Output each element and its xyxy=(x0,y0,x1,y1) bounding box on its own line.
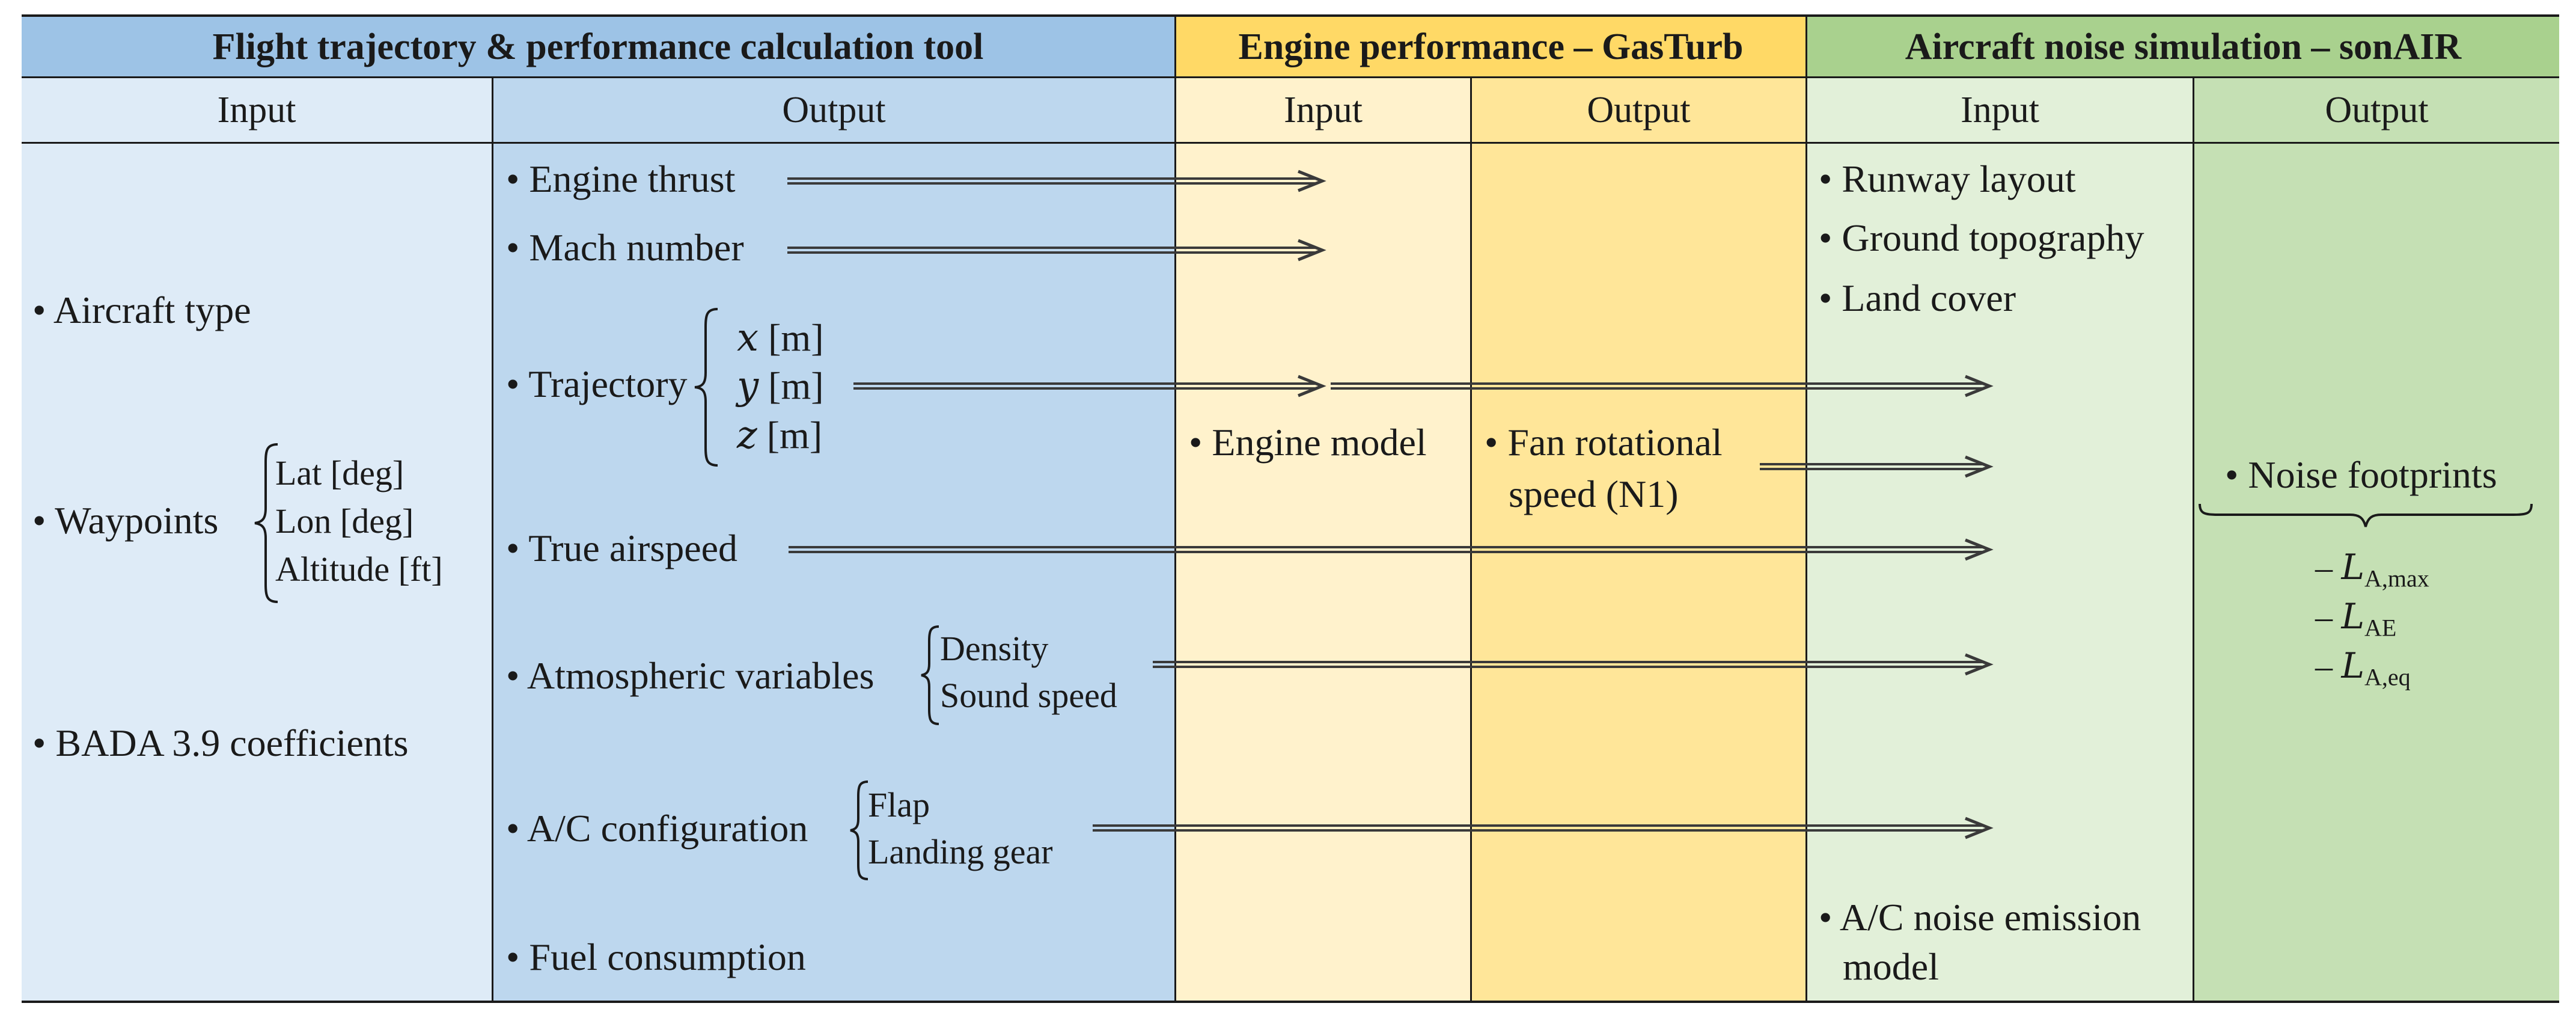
metric-lae-sub: AE xyxy=(2364,614,2397,642)
engine-thrust-item: • Engine thrust xyxy=(506,158,736,200)
metric-la-max-symbol: L xyxy=(2341,547,2365,587)
trajectory-y: y [m] xyxy=(737,364,824,408)
engine-header-bg xyxy=(1176,16,1807,78)
flight-input-subheader: Input xyxy=(217,89,296,130)
table-top-border xyxy=(22,14,2559,17)
noise-input-subheader: Input xyxy=(1961,89,2039,130)
waypoint-altitude: Altitude [ft] xyxy=(275,550,443,589)
trajectory-x-var: x xyxy=(737,316,759,360)
header-divider xyxy=(22,76,2559,78)
noise-footprints-item: • Noise footprints xyxy=(2225,453,2497,496)
aircraft-type-item: • Aircraft type xyxy=(32,289,251,331)
metric-lae-symbol: L xyxy=(2341,596,2365,637)
mach-number-item: • Mach number xyxy=(506,226,744,269)
arrow-engine-thrust xyxy=(787,170,1326,192)
noise-output-subheader: Output xyxy=(2325,89,2429,130)
metric-la-max-dash: – xyxy=(2315,548,2333,587)
trajectory-z-unit: [m] xyxy=(766,414,823,456)
divider-engine-noise xyxy=(1805,16,1807,1002)
flight-input-bg xyxy=(22,78,493,1002)
metric-la-eq-symbol: L xyxy=(2341,645,2365,686)
metric-lae: – LAE xyxy=(2315,599,2396,640)
divider-engine-io xyxy=(1470,78,1472,1002)
footprints-underbrace xyxy=(2199,503,2533,527)
divider-flight-engine xyxy=(1174,16,1176,1002)
bada-coefficients-item: • BADA 3.9 coefficients xyxy=(32,722,409,764)
trajectory-z-var: z xyxy=(737,413,757,458)
ac-configuration-item: • A/C configuration xyxy=(506,807,808,850)
land-cover-item: • Land cover xyxy=(1819,277,2016,319)
engine-output-bg xyxy=(1471,78,1807,1002)
waypoint-lat: Lat [deg] xyxy=(275,453,404,492)
divider-flight-io xyxy=(492,78,493,1002)
engine-input-bg xyxy=(1176,78,1471,1002)
engine-output-subheader: Output xyxy=(1587,89,1691,130)
atmospheric-sound-speed: Sound speed xyxy=(940,676,1117,715)
flight-header-bg xyxy=(22,16,1176,78)
true-airspeed-item: • True airspeed xyxy=(506,527,738,569)
ground-topography-item: • Ground topography xyxy=(1819,216,2144,259)
metric-la-eq-dash: – xyxy=(2315,646,2333,685)
atmospheric-density: Density xyxy=(940,629,1049,668)
noise-header: Aircraft noise simulation – sonAIR xyxy=(1905,26,2462,67)
trajectory-item: • Trajectory xyxy=(506,363,688,405)
atmospheric-brace xyxy=(921,625,939,725)
trajectory-brace xyxy=(694,308,718,467)
divider-noise-io xyxy=(2193,78,2194,1002)
noise-output-bg xyxy=(2194,78,2559,1002)
trajectory-x-unit: [m] xyxy=(768,316,824,359)
arrow-trajectory-noise xyxy=(1331,375,1994,397)
noise-header-bg xyxy=(1807,16,2559,78)
arrow-configuration xyxy=(1093,817,1994,839)
engine-header: Engine performance – GasTurb xyxy=(1238,26,1744,67)
waypoints-item: • Waypoints xyxy=(32,499,219,542)
waypoints-brace xyxy=(254,443,278,603)
runway-layout-item: • Runway layout xyxy=(1819,158,2076,200)
noise-emission-item-cont: model xyxy=(1843,945,1939,988)
configuration-flap: Flap xyxy=(868,785,930,824)
flight-output-subheader: Output xyxy=(782,89,886,130)
table-bottom-border xyxy=(22,1001,2559,1003)
configuration-brace xyxy=(850,780,868,880)
atmospheric-variables-item: • Atmospheric variables xyxy=(506,654,874,697)
engine-input-subheader: Input xyxy=(1284,89,1363,130)
trajectory-y-unit: [m] xyxy=(768,364,824,407)
arrow-fan-speed xyxy=(1760,455,1994,478)
noise-input-bg xyxy=(1807,78,2194,1002)
subheader-divider xyxy=(22,142,2559,144)
configuration-landing-gear: Landing gear xyxy=(868,832,1053,871)
metric-la-eq-sub: A,eq xyxy=(2364,663,2411,691)
trajectory-x: x [m] xyxy=(737,316,824,360)
trajectory-y-var: y xyxy=(737,364,759,408)
arrow-trajectory-engine xyxy=(853,375,1326,397)
metric-lae-dash: – xyxy=(2315,597,2333,636)
noise-emission-item: • A/C noise emission xyxy=(1819,896,2141,939)
engine-model-item: • Engine model xyxy=(1189,421,1427,464)
metric-la-max: – LA,max xyxy=(2315,550,2429,591)
trajectory-z: z [m] xyxy=(737,416,822,455)
arrow-mach-number xyxy=(787,239,1326,262)
fan-rotational-item: • Fan rotational xyxy=(1485,421,1723,464)
fan-rotational-item-cont: speed (N1) xyxy=(1509,473,1679,515)
arrow-atmospheric xyxy=(1153,653,1994,676)
arrow-true-airspeed xyxy=(789,538,1994,561)
metric-la-eq: – LA,eq xyxy=(2315,648,2411,690)
flight-tool-header: Flight trajectory & performance calculat… xyxy=(212,26,984,67)
metric-la-max-sub: A,max xyxy=(2364,565,2429,592)
waypoint-lon: Lon [deg] xyxy=(275,501,414,541)
flight-output-bg xyxy=(493,78,1176,1002)
fuel-consumption-item: • Fuel consumption xyxy=(506,936,806,978)
